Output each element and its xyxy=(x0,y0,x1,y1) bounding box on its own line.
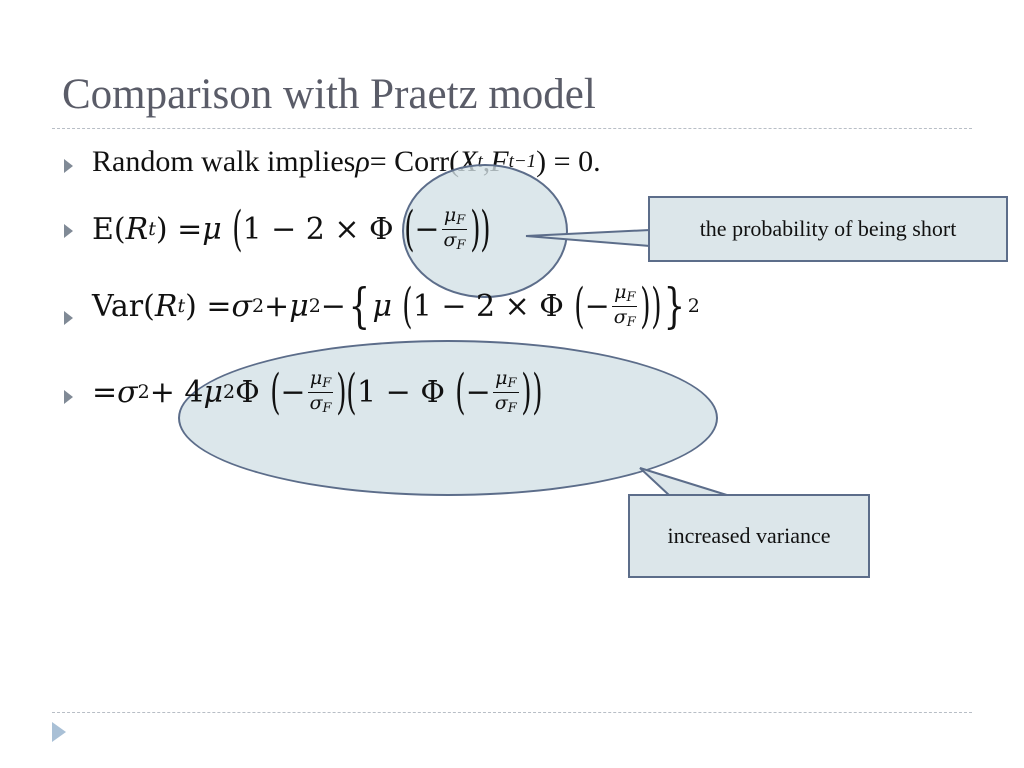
bullet-arrow-icon xyxy=(64,159,73,173)
paren-right: ) xyxy=(521,364,532,420)
highlight-ellipse-variance xyxy=(178,340,718,496)
paren-left: ( xyxy=(403,201,415,257)
frac-numerator: μ xyxy=(495,366,508,389)
math-symbol: R xyxy=(125,211,149,247)
bullet-arrow-icon xyxy=(64,224,73,238)
paren-right: ) xyxy=(480,201,491,257)
math-text: = xyxy=(92,374,118,410)
bullet-arrow-icon xyxy=(64,311,73,325)
math-subscript: F xyxy=(456,212,466,228)
math-subscript: t xyxy=(148,218,156,240)
math-text: , xyxy=(482,145,491,178)
math-text: − xyxy=(414,211,440,247)
math-text: + 4 xyxy=(149,374,204,410)
paren-left: ( xyxy=(455,364,466,420)
math-superscript: 2 xyxy=(222,381,236,403)
paren-right: ) xyxy=(335,364,347,420)
brace-right: } xyxy=(663,278,686,334)
frac-denominator: σ xyxy=(613,305,627,328)
math-symbol: R xyxy=(154,288,178,324)
math-text: E( xyxy=(92,211,126,247)
math-subscript: F xyxy=(456,237,466,253)
math-text: Φ xyxy=(235,374,260,410)
paren-right: ) xyxy=(650,278,662,334)
title-divider xyxy=(52,128,972,129)
math-subscript: F xyxy=(507,400,517,416)
math-subscript: t xyxy=(477,151,483,172)
brace-left: { xyxy=(348,278,370,334)
math-symbol: σ xyxy=(231,288,252,324)
math-text: − xyxy=(584,288,610,324)
math-text: 1 − 2 × Φ xyxy=(242,211,394,247)
slide-title: Comparison with Praetz model xyxy=(62,71,596,118)
math-text: − xyxy=(280,374,306,410)
math-superscript: 2 xyxy=(137,381,150,403)
frac-numerator: μ xyxy=(614,280,627,303)
math-subscript: F xyxy=(626,314,636,330)
math-text: ) = xyxy=(155,211,203,247)
math-text: Var( xyxy=(92,288,155,324)
math-subscript: F xyxy=(322,400,332,416)
math-subscript: F xyxy=(626,289,636,305)
frac-numerator: μ xyxy=(443,203,457,226)
math-subscript: t−1 xyxy=(508,151,537,172)
math-text: 1 − 2 × Φ xyxy=(412,288,564,324)
callout-probability-short: the probability of being short xyxy=(648,196,1008,262)
math-subscript: t xyxy=(177,295,186,317)
callout-increased-variance: increased variance xyxy=(628,494,870,578)
math-text: − xyxy=(320,288,346,324)
math-symbol: σ xyxy=(117,374,138,410)
paren-right: ) xyxy=(469,201,481,257)
math-text: + xyxy=(264,288,290,324)
frac-denominator: σ xyxy=(309,391,323,414)
paren-left: ( xyxy=(346,364,357,420)
paren-left: ( xyxy=(574,278,585,334)
math-symbol: μ xyxy=(289,288,309,324)
math-superscript: 2 xyxy=(687,295,700,317)
bullet-text: Random walk implies xyxy=(92,145,356,178)
paren-left: ( xyxy=(231,201,243,257)
footer-divider xyxy=(52,712,972,713)
paren-left: ( xyxy=(402,278,413,334)
math-text: ) = 0. xyxy=(536,145,601,178)
frac-numerator: μ xyxy=(309,366,323,389)
paren-left: ( xyxy=(269,364,281,420)
math-text: 1 − Φ xyxy=(357,374,445,410)
callout-pointer-short xyxy=(525,228,651,248)
callout-text: increased variance xyxy=(667,523,831,548)
callout-pointer-variance xyxy=(639,467,731,497)
math-symbol: μ xyxy=(203,374,223,410)
paren-right: ) xyxy=(531,364,543,420)
frac-denominator: σ xyxy=(443,228,457,251)
math-text: ) = xyxy=(185,288,232,324)
math-symbol: μ xyxy=(372,288,392,324)
math-symbol: μ xyxy=(202,211,222,247)
callout-text: the probability of being short xyxy=(699,216,957,241)
math-symbol: ρ xyxy=(355,145,370,178)
math-superscript: 2 xyxy=(308,295,321,317)
bullet-arrow-icon xyxy=(64,390,73,404)
footer-triangle-icon xyxy=(52,722,66,742)
highlight-ellipse-short xyxy=(402,164,568,298)
math-superscript: 2 xyxy=(251,295,265,317)
paren-right: ) xyxy=(639,278,651,334)
math-subscript: F xyxy=(322,375,332,391)
frac-denominator: σ xyxy=(494,391,508,414)
math-subscript: F xyxy=(507,375,517,391)
math-text: − xyxy=(465,374,491,410)
